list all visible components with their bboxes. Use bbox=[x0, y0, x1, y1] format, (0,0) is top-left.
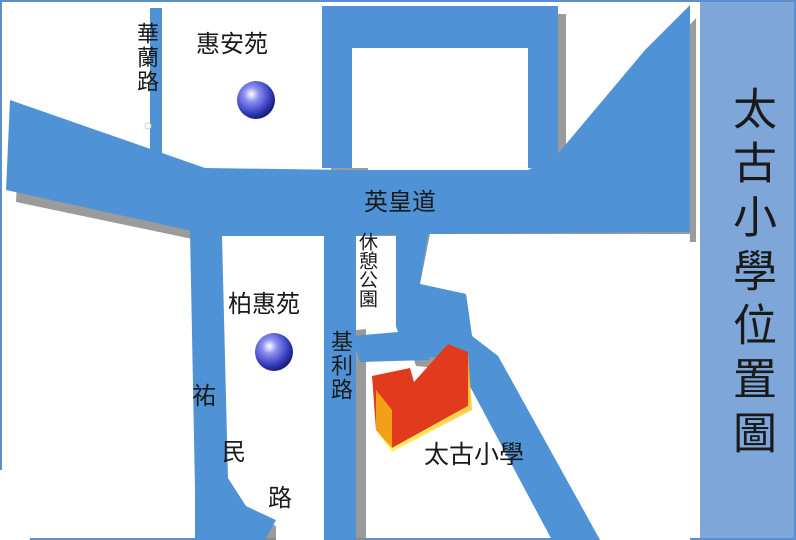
label-road-kei-lee: 基利路 bbox=[327, 330, 352, 402]
road-yau-man bbox=[190, 230, 276, 540]
wah-lan-dot-icon bbox=[144, 122, 152, 130]
label-road-yau-man-1: 祐 bbox=[192, 382, 216, 410]
road-upper-loop bbox=[322, 6, 558, 168]
label-road-yau-man-2: 民 bbox=[222, 438, 246, 466]
road-rest-garden-lane-top bbox=[396, 234, 600, 540]
building-block-icon bbox=[372, 344, 472, 452]
label-place-pak-wai: 柏惠苑 bbox=[228, 290, 300, 318]
sphere-marker-icon-pak-wai bbox=[255, 333, 293, 371]
road-kings-road bbox=[6, 5, 690, 236]
label-road-kings-road: 英皇道 bbox=[364, 188, 436, 216]
road-kei-lee bbox=[324, 232, 356, 540]
city-blocks bbox=[222, 48, 690, 540]
label-place-wai-on: 惠安苑 bbox=[196, 30, 268, 58]
label-road-wah-lan: 華蘭路 bbox=[133, 22, 158, 94]
label-road-yau-man-3: 路 bbox=[268, 484, 292, 512]
sidebar-panel bbox=[700, 2, 794, 538]
sphere-marker-icon-wai-on bbox=[237, 81, 275, 119]
map-title: 太古小學位置圖 bbox=[725, 86, 776, 464]
road-wah-lan bbox=[150, 8, 162, 158]
label-place-school: 太古小學 bbox=[424, 440, 525, 469]
label-rest-garden: 休憩公園 bbox=[356, 232, 378, 308]
